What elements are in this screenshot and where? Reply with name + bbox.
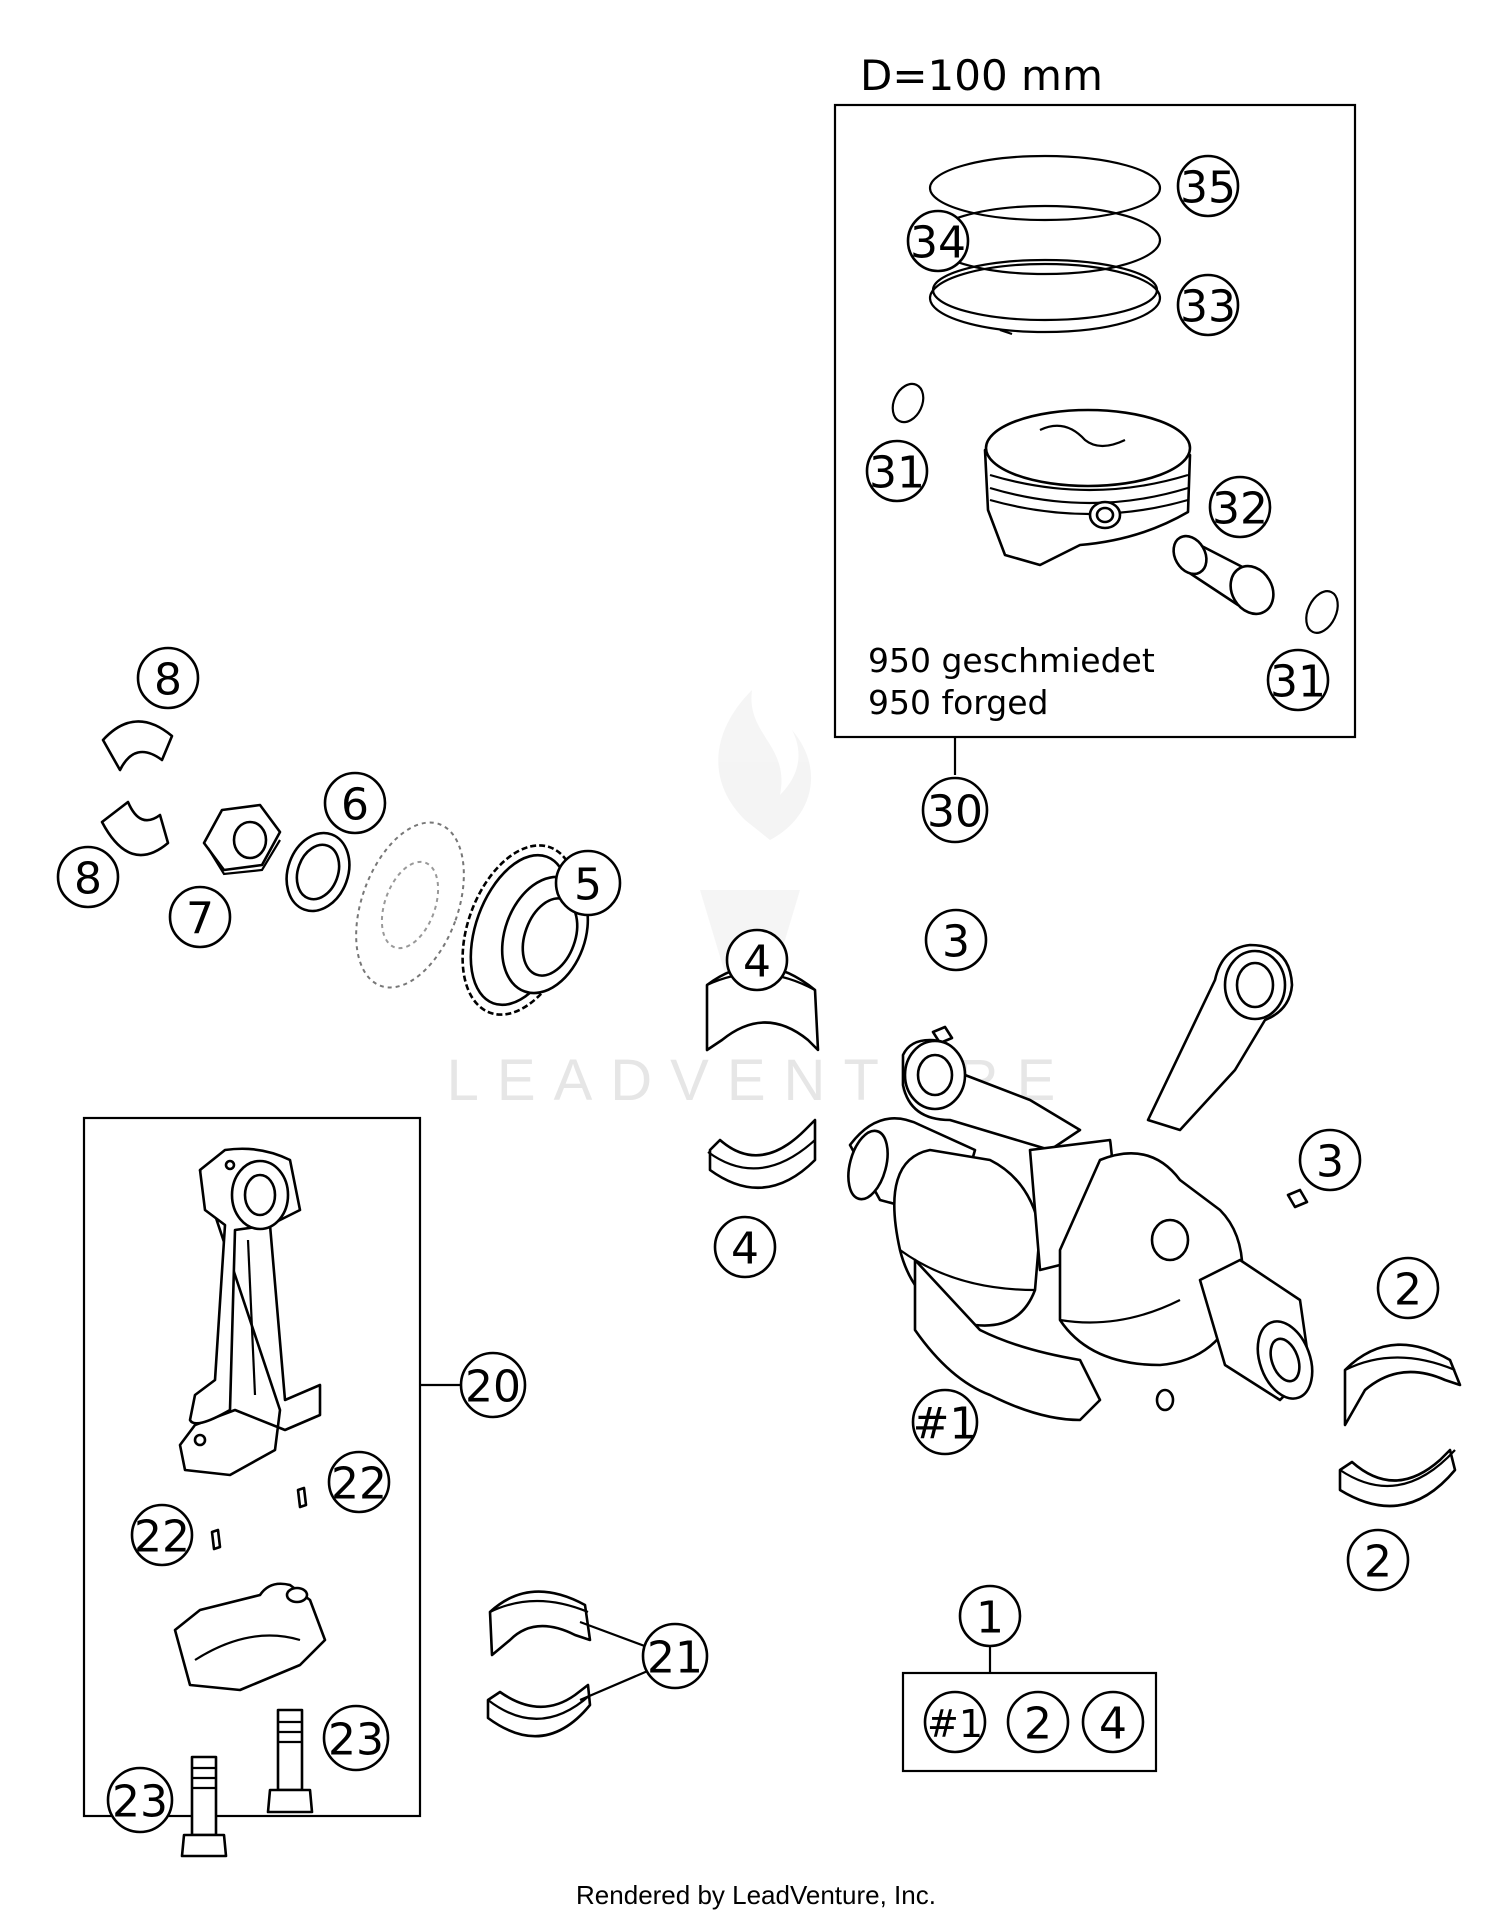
main-bearing-shell-2-lower [1338, 1448, 1457, 1508]
connecting-rod [178, 1147, 322, 1477]
callout-label-c8b: 8 [74, 854, 102, 905]
kit-1-box [901, 1671, 1158, 1773]
dowel-22-lower [210, 1528, 222, 1551]
footer-credit: Rendered by LeadVenture, Inc. [576, 1880, 936, 1910]
callout-circle-c31b [1266, 648, 1330, 712]
callout-circle-c2b [1346, 1528, 1410, 1592]
bearing-shell-8-lower [100, 800, 170, 857]
callout-circle-c3b [1298, 1128, 1362, 1192]
callout-circle-c7 [168, 885, 232, 949]
callout-label-c1main: #1 [913, 1399, 978, 1450]
rod-bearing-shell-21-upper [488, 1590, 592, 1657]
callout-label-c21: 21 [647, 1633, 703, 1684]
callout-circle-c6 [323, 771, 387, 835]
nut-7 [202, 803, 282, 876]
callout-circle-c8b [56, 845, 120, 909]
callout-circle-c1main [911, 1388, 979, 1456]
callout-label-c32: 32 [1212, 484, 1268, 535]
callout-label-c4b: 4 [731, 1224, 759, 1275]
callout-circle-c5 [554, 849, 622, 917]
kit-1-item-2: 2 [1024, 1699, 1052, 1750]
callout-label-c3a: 3 [942, 917, 970, 968]
callout-label-c7: 7 [186, 894, 214, 945]
callout-label-c20: 20 [465, 1362, 521, 1413]
note-german: 950 geschmiedet [868, 641, 1155, 680]
callout-circle-c4a [725, 928, 789, 992]
main-bearing-shell-2-upper [1343, 1343, 1462, 1427]
callout-circle-c21 [641, 1622, 709, 1690]
piston [983, 408, 1192, 567]
bore-label: D=100 mm [860, 51, 1103, 100]
kit-1-item-4: 4 [1099, 1699, 1127, 1750]
callout-circle-c22a [327, 1450, 391, 1514]
leader-21-upper [579, 1620, 651, 1650]
note-english: 950 forged [868, 683, 1048, 722]
callout-circle-c8a [136, 646, 200, 710]
callout-label-c30: 30 [927, 787, 983, 838]
callout-circle-c4b [713, 1215, 777, 1279]
callout-circle-c35 [1176, 154, 1240, 218]
leader-21-lower [579, 1668, 651, 1702]
bolt-23-left [180, 1755, 228, 1858]
callout-label-c22a: 22 [331, 1459, 387, 1510]
main-bearing-shell-4-lower [707, 1118, 817, 1190]
callout-label-c4a: 4 [743, 937, 771, 988]
callout-circle-c32 [1208, 475, 1272, 539]
piston-pin [1172, 534, 1275, 616]
callout-circle-c2a [1376, 1256, 1440, 1320]
rod-cap [173, 1582, 327, 1692]
bearing-shell-8-upper [101, 720, 174, 772]
callout-circle-c22b [130, 1503, 194, 1567]
circlip-31-lower [1305, 590, 1339, 634]
callout-label-c23b: 23 [112, 1777, 168, 1828]
callout-label-c2b: 2 [1364, 1537, 1392, 1588]
circlip-31-upper [891, 382, 925, 424]
callout-circle-c23a [322, 1704, 390, 1772]
washer-6 [285, 831, 351, 913]
callout-label-c34: 34 [910, 218, 966, 269]
callout-label-c33: 33 [1180, 282, 1236, 333]
callout-circle-c23b [106, 1766, 174, 1834]
callout-label-c8a: 8 [154, 655, 182, 706]
callout-circle-c34 [906, 209, 970, 273]
callout-circle-c33 [1176, 273, 1240, 337]
callout-label-c35: 35 [1180, 163, 1236, 214]
callout-circle-c1 [958, 1584, 1022, 1648]
gear-outline-dashed [355, 821, 465, 989]
callout-circle-c31a [865, 439, 929, 503]
dowel-22-upper [296, 1486, 308, 1509]
callout-label-c2a: 2 [1394, 1265, 1422, 1316]
callout-label-c1: 1 [976, 1593, 1004, 1644]
callout-label-c3b: 3 [1316, 1137, 1344, 1188]
callout-circle-c30 [921, 776, 989, 844]
piston-kit-box [833, 103, 1357, 739]
callout-label-c31a: 31 [869, 448, 925, 499]
callout-label-c23a: 23 [328, 1715, 384, 1766]
callout-circle-c3a [924, 908, 988, 972]
callout-label-c5: 5 [574, 860, 602, 911]
crankshaft-assembly [847, 943, 1314, 1422]
callout-label-c22b: 22 [134, 1512, 190, 1563]
callout-circle-c20 [459, 1351, 527, 1419]
kit-1-contents: #1 2 4 [923, 1690, 1145, 1754]
bolt-23-right [266, 1708, 314, 1814]
callout-label-c31b: 31 [1270, 657, 1326, 708]
conrod-kit-box [82, 1116, 422, 1818]
key-3-lower [1286, 1188, 1309, 1209]
callout-label-c6: 6 [341, 780, 369, 831]
rod-bearing-shell-21-lower [486, 1683, 592, 1738]
kit-1-item-crankshaft: #1 [927, 1702, 983, 1746]
